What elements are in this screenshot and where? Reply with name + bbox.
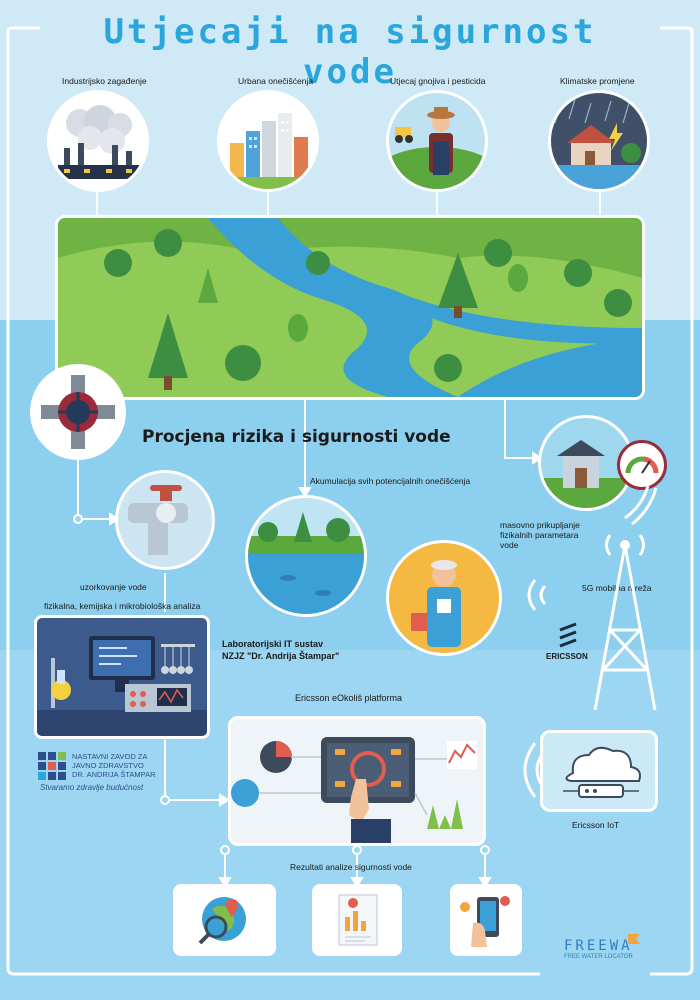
results-label: Rezultati analize sigurnosti vode (290, 862, 412, 872)
ericsson-logo-text: ERICSSON (546, 652, 588, 661)
platform-panel (228, 716, 486, 846)
institute-logo: NASTAVNI ZAVOD ZA JAVNO ZDRAVSTVO DR. AN… (38, 752, 218, 796)
field-worker-icon (386, 540, 502, 656)
institute-logo-mark (38, 752, 66, 780)
lab-system-panel (34, 615, 210, 739)
analysis-label: fizikalna, kemijska i mikrobiološka anal… (44, 601, 201, 611)
institute-line3: DR. ANDRIJA ŠTAMPAR (72, 770, 156, 779)
water-tap-icon (115, 470, 215, 570)
institute-line2: JAVNO ZDRAVSTVO (72, 761, 144, 770)
landscape-panel (55, 215, 645, 400)
report-document-icon (312, 884, 402, 956)
sensor-description: masovno prikupljanje fizikalnih parameta… (500, 520, 580, 550)
freewa-tagline: FREE WATER LOCATOR (564, 954, 633, 960)
freewa-name: FREEWA (564, 938, 633, 954)
mobile-app-icon (450, 884, 522, 956)
institute-slogan: Stvaramo zdravlje budućnost (40, 783, 144, 792)
risk-heading: Procjena rizika i sigurnosti vode (142, 427, 451, 447)
sensor-line1: masovno prikupljanje (500, 520, 580, 530)
industry-pollution-icon (47, 90, 149, 192)
iot-signal-icon (523, 742, 545, 798)
accumulation-label: Akumulacija svih potencijalnih onečišćen… (310, 476, 471, 486)
institute-name: NASTAVNI ZAVOD ZA JAVNO ZDRAVSTVO DR. AN… (72, 752, 156, 779)
pond-accumulation-icon (245, 495, 367, 617)
sensor-line3: vode (500, 540, 519, 550)
iot-device-panel (540, 730, 658, 812)
urban-buildings-icon (217, 90, 319, 192)
platform-label: Ericsson eOkoliš platforma (295, 693, 403, 703)
source-label-urban: Urbana onečišćenja (238, 76, 314, 86)
institute-line1: NASTAVNI ZAVOD ZA (72, 752, 148, 761)
farmer-pesticide-icon (386, 90, 488, 192)
ericsson-logo-mark (559, 622, 577, 648)
source-label-industry: Industrijsko zagađenje (62, 76, 147, 86)
freewa-logo: FREEWA FREE WATER LOCATOR (564, 938, 644, 970)
page-title: Utjecaji na sigurnost vode (103, 12, 597, 92)
freewa-flag-icon (628, 934, 640, 944)
wave-signal-icon (624, 485, 658, 526)
cell-tower-icon (527, 534, 657, 711)
map-search-result-icon (173, 884, 276, 956)
lab-system-line2: NZJZ "Dr. Andrija Štampar" (222, 651, 340, 661)
source-label-climate: Klimatske promjene (560, 76, 635, 86)
source-label-fertilizer: Utjecaj gnojiva i pesticida (390, 76, 486, 86)
climate-storm-icon (548, 90, 650, 192)
lab-system-label: Laboratorijski IT sustav NZJZ "Dr. Andri… (222, 638, 339, 662)
sampling-label: uzorkovanje vode (80, 582, 147, 592)
lab-system-line1: Laboratorijski IT sustav (222, 639, 324, 649)
sensor-line2: fizikalnih parametara (500, 530, 579, 540)
gauge-icon (617, 440, 667, 490)
iot-label: Ericsson IoT (572, 820, 620, 830)
valve-pipe-icon (30, 364, 126, 460)
